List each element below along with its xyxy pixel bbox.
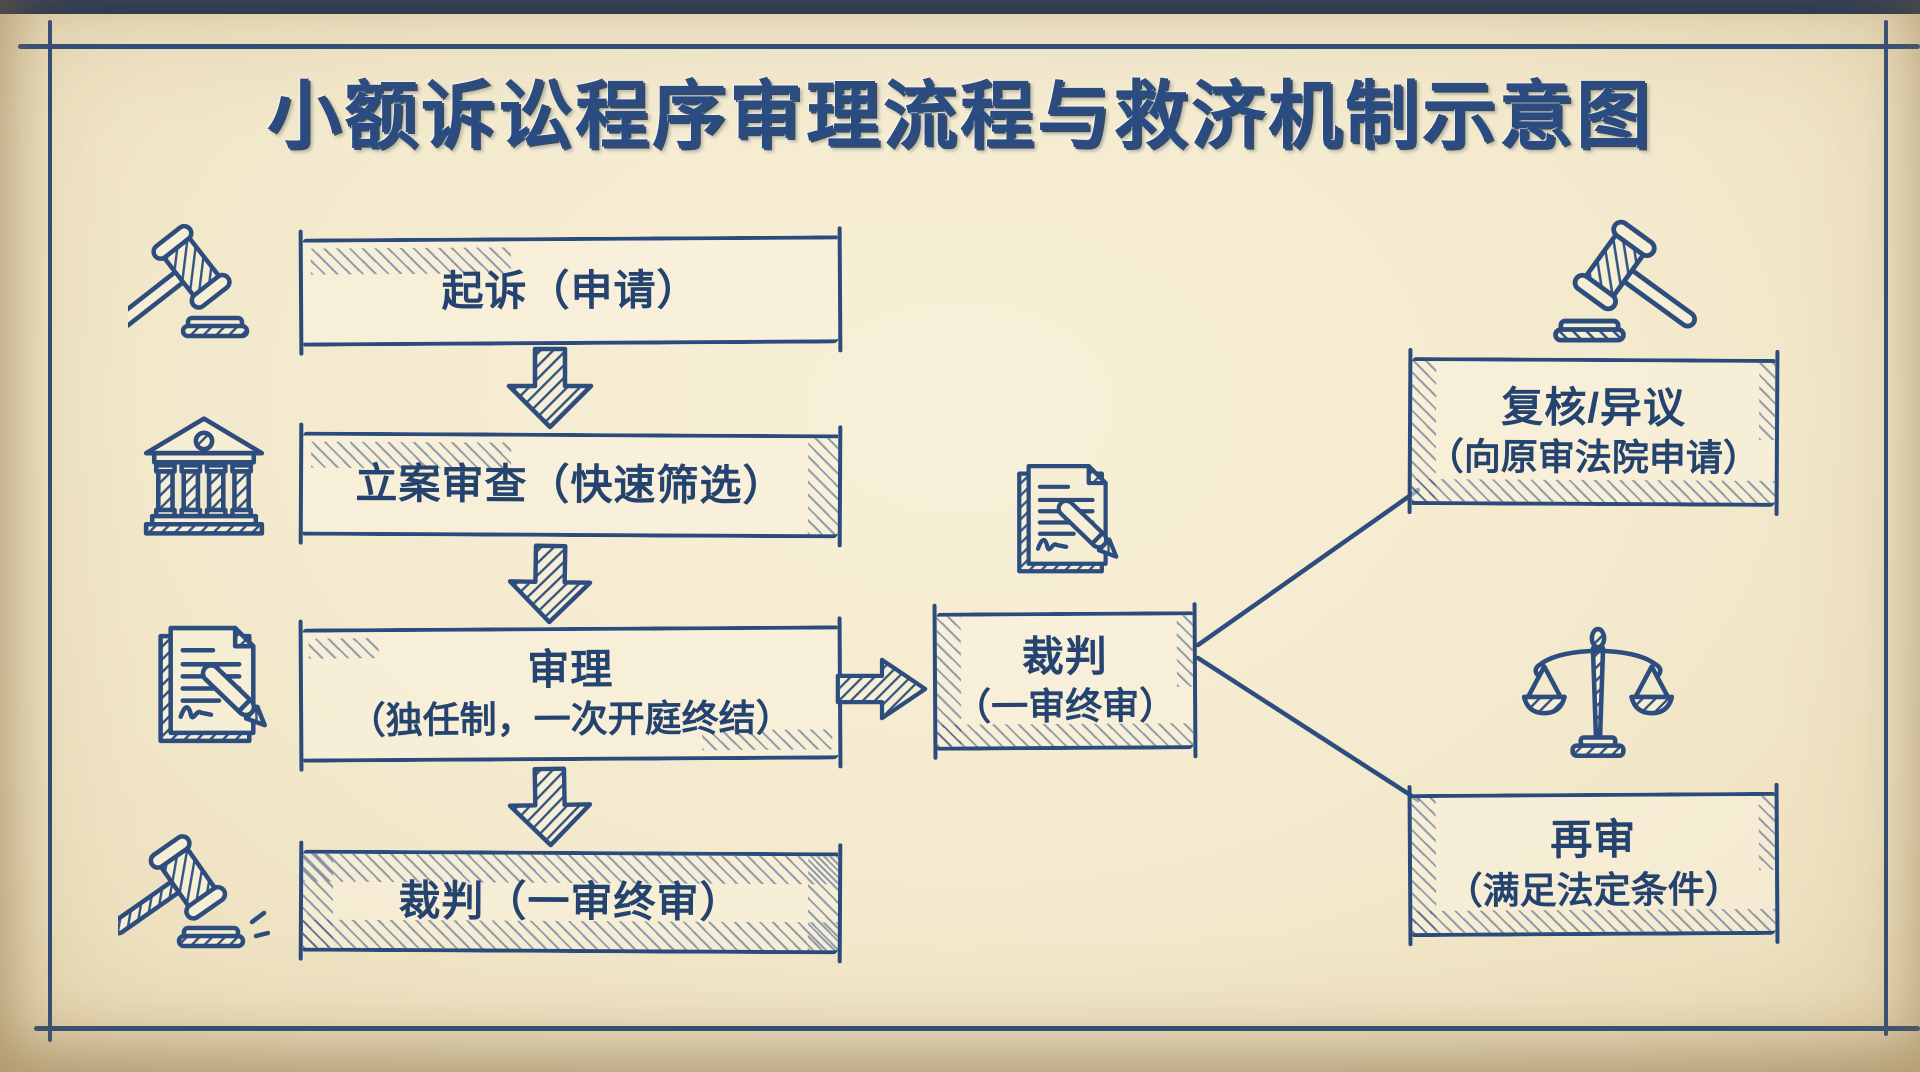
- flow-box-judgment: 裁判（一审终审）: [302, 849, 839, 955]
- remedy-box-retrial-label: 再审: [1550, 815, 1637, 864]
- top-border-band: [0, 0, 1920, 14]
- arrow-down-icon: [506, 346, 594, 430]
- scales-icon: [1522, 626, 1674, 759]
- flow-box-case-review-label: 立案审查（快速筛选）: [355, 459, 786, 509]
- remedy-box-review-objection: 复核/异议 （向原审法院申请）: [1411, 357, 1776, 507]
- flow-box-filing: 起诉（申请）: [302, 235, 839, 347]
- judgment-node-box: 裁判 （一审终审）: [936, 611, 1194, 751]
- flow-box-trial-sublabel: （独任制，一次开庭终结）: [348, 697, 793, 742]
- arrow-down-icon: [507, 766, 593, 848]
- judgment-node-label: 裁判: [1021, 632, 1108, 680]
- arrow-right-icon: [835, 657, 928, 721]
- remedy-box-review-objection-label: 复核/异议: [1501, 383, 1687, 432]
- frame-line-left: [48, 20, 52, 1042]
- frame-line-right: [1884, 20, 1888, 1036]
- remedy-box-review-objection-sublabel: （向原审法院申请）: [1426, 436, 1760, 480]
- branch-connector-lines: [1195, 487, 1421, 803]
- page-title: 小额诉讼程序审理流程与救济机制示意图: [267, 74, 1653, 157]
- document-pen-icon: [1017, 464, 1119, 574]
- frame-line-bottom: [34, 1026, 1920, 1031]
- remedy-box-retrial-sublabel: （满足法定条件）: [1445, 868, 1742, 912]
- frame-line-top: [18, 44, 1920, 49]
- judgment-node-sublabel: （一审终审）: [954, 685, 1177, 728]
- document-pen-icon: [158, 625, 267, 744]
- arrow-down-icon: [507, 543, 593, 625]
- gavel-strike-icon: [118, 834, 270, 949]
- flow-box-trial: 审理 （独任制，一次开庭终结）: [302, 625, 839, 763]
- gavel-icon: [1553, 219, 1697, 343]
- flow-box-filing-label: 起诉（申请）: [441, 265, 700, 315]
- flow-box-case-review: 立案审查（快速筛选）: [302, 431, 839, 539]
- flow-box-trial-label: 审理: [527, 645, 614, 693]
- gavel-icon: [128, 223, 250, 339]
- remedy-box-retrial: 再审 （满足法定条件）: [1411, 791, 1776, 938]
- flow-box-judgment-label: 裁判（一审终审）: [398, 876, 743, 926]
- courthouse-icon: [143, 416, 265, 536]
